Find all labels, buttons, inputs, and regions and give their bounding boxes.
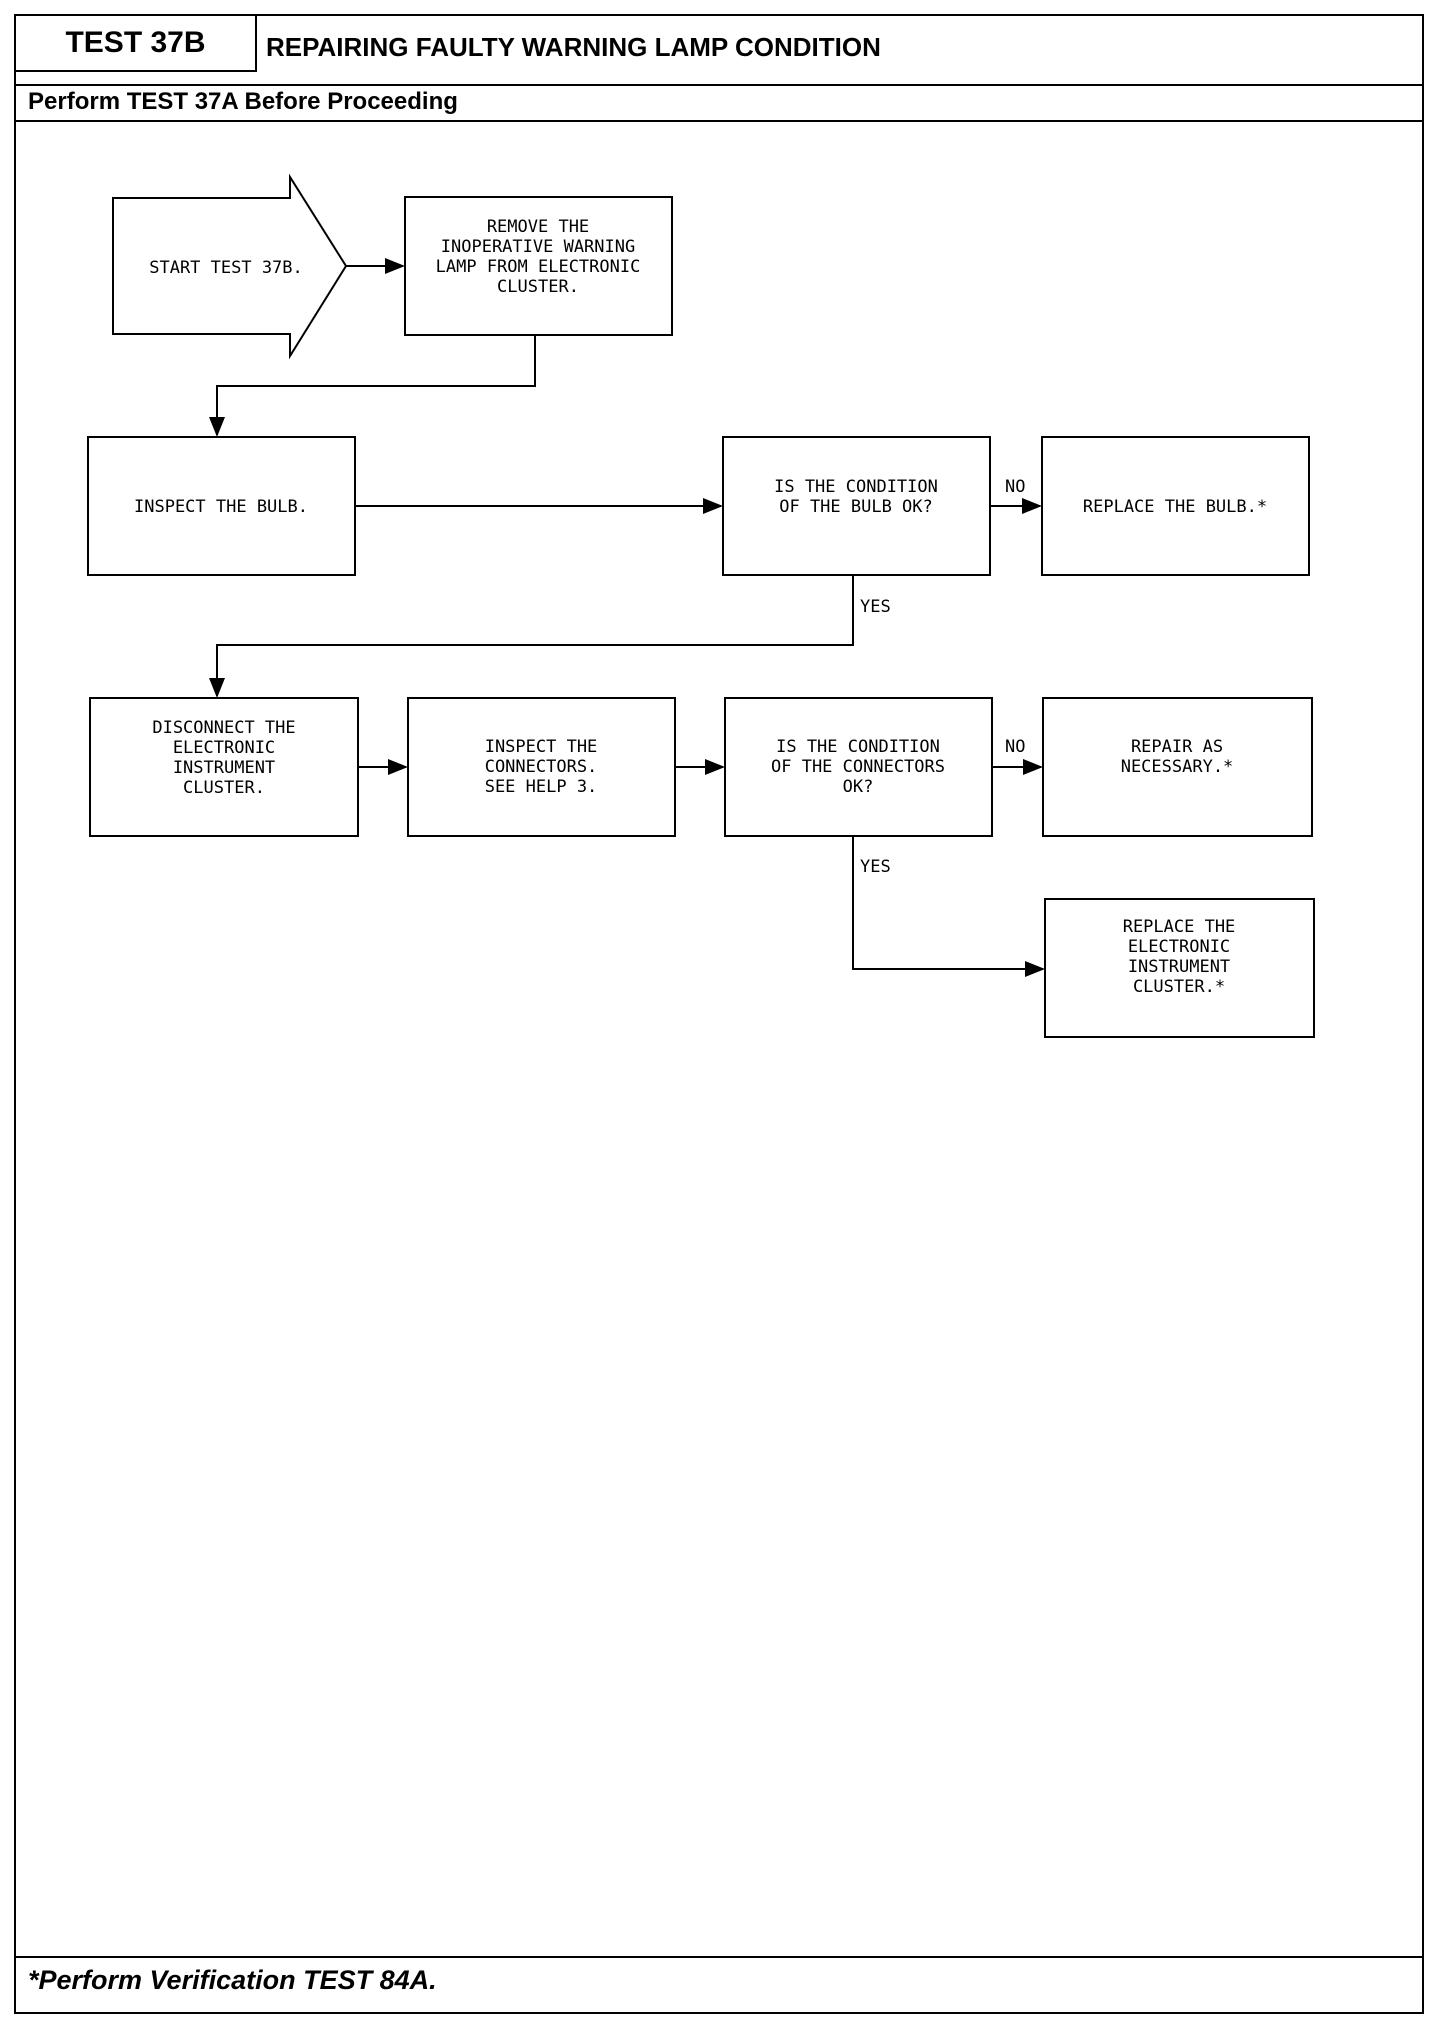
prerequisite-note: Perform TEST 37A Before Proceeding: [28, 88, 458, 115]
remove-lamp-text: REMOVE THE INOPERATIVE WARNING LAMP FROM…: [436, 217, 641, 297]
inspect-connectors-text: INSPECT THE CONNECTORS. SEE HELP 3.: [485, 737, 598, 797]
svg-text:NECESSARY.*: NECESSARY.*: [1121, 757, 1234, 777]
svg-text:REMOVE THE: REMOVE THE: [487, 217, 589, 237]
bulb-question-text: IS THE CONDITION OF THE BULB OK?: [774, 477, 938, 517]
svg-text:INSTRUMENT: INSTRUMENT: [173, 758, 275, 778]
svg-text:SEE HELP 3.: SEE HELP 3.: [485, 777, 598, 797]
svg-text:CONNECTORS.: CONNECTORS.: [485, 757, 598, 777]
disconnect-cluster-text: DISCONNECT THE ELECTRONIC INSTRUMENT CLU…: [152, 718, 295, 798]
verification-note: *Perform Verification TEST 84A.: [28, 1965, 437, 1995]
svg-text:LAMP FROM ELECTRONIC: LAMP FROM ELECTRONIC: [436, 257, 641, 277]
connector-remove-to-inspect: [209, 335, 536, 437]
svg-text:REPLACE THE: REPLACE THE: [1123, 917, 1236, 937]
repair-box: [1042, 697, 1313, 837]
svg-text:OK?: OK?: [843, 777, 874, 797]
footer-divider: [16, 1956, 1422, 1958]
start-arrow-shape: [112, 173, 348, 360]
connector-connectors-yes: [852, 836, 1045, 977]
svg-text:IS THE CONDITION: IS THE CONDITION: [774, 477, 938, 497]
svg-text:CLUSTER.*: CLUSTER.*: [1133, 977, 1225, 997]
svg-text:ELECTRONIC: ELECTRONIC: [173, 738, 275, 758]
svg-text:ELECTRONIC: ELECTRONIC: [1128, 937, 1230, 957]
svg-text:IS THE CONDITION: IS THE CONDITION: [776, 737, 940, 757]
header-divider: [16, 84, 1422, 86]
svg-text:INOPERATIVE WARNING: INOPERATIVE WARNING: [441, 237, 635, 257]
test-id: TEST 37B: [16, 16, 257, 72]
label-no-connectors: NO: [1005, 737, 1025, 757]
diagnostic-page: TEST 37B REPAIRING FAULTY WARNING LAMP C…: [14, 14, 1424, 2014]
start-label: START TEST 37B.: [149, 258, 303, 278]
connectors-question-text: IS THE CONDITION OF THE CONNECTORS OK?: [771, 737, 945, 797]
svg-text:OF THE CONNECTORS: OF THE CONNECTORS: [771, 757, 945, 777]
remove-lamp-box: [404, 196, 673, 336]
svg-text:DISCONNECT THE: DISCONNECT THE: [152, 718, 295, 738]
inspect-bulb-text: INSPECT THE BULB.: [134, 497, 308, 517]
label-yes-bulb: YES: [860, 597, 891, 617]
svg-text:INSTRUMENT: INSTRUMENT: [1128, 957, 1230, 977]
replace-bulb-box: [1041, 436, 1310, 576]
svg-text:CLUSTER.: CLUSTER.: [183, 778, 265, 798]
svg-text:INSPECT THE: INSPECT THE: [485, 737, 598, 757]
svg-text:OF THE BULB OK?: OF THE BULB OK?: [779, 497, 933, 517]
replace-cluster-text: REPLACE THE ELECTRONIC INSTRUMENT CLUSTE…: [1123, 917, 1236, 997]
label-yes-connectors: YES: [860, 857, 891, 877]
header-divider-bottom: [16, 120, 1422, 122]
page-title: REPAIRING FAULTY WARNING LAMP CONDITION: [266, 31, 881, 62]
label-no-bulb: NO: [1005, 477, 1025, 497]
svg-text:CLUSTER.: CLUSTER.: [497, 277, 579, 297]
repair-text: REPAIR AS NECESSARY.*: [1121, 737, 1234, 777]
replace-bulb-text: REPLACE THE BULB.*: [1083, 497, 1267, 517]
connector-bulb-yes: [209, 575, 854, 698]
svg-text:REPAIR AS: REPAIR AS: [1131, 737, 1223, 757]
replace-cluster-box: [1044, 898, 1315, 1038]
